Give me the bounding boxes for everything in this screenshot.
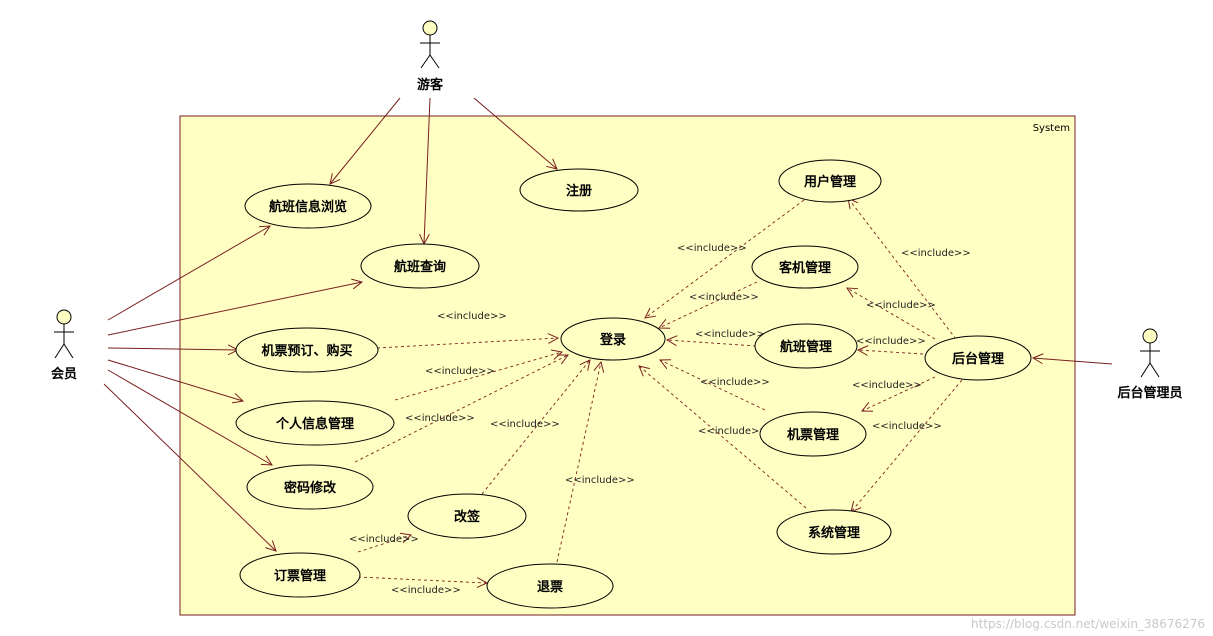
assoc-huiyuan-browse — [107, 226, 270, 321]
usecase-label: 航班信息浏览 — [269, 199, 347, 215]
include-label: <<include>> — [901, 248, 971, 259]
usecase-ticket-book[interactable]: 机票预订、购买 — [235, 327, 379, 373]
usecase-system-mgmt[interactable]: 系统管理 — [776, 509, 892, 555]
inc-system-login — [639, 366, 807, 509]
usecase-order-mgmt[interactable]: 订票管理 — [239, 552, 361, 598]
usecase-user-mgmt[interactable]: 用户管理 — [778, 159, 882, 203]
include-label: <<include>> — [866, 300, 936, 311]
usecase-label: 后台管理 — [952, 351, 1004, 367]
include-label: <<include>> — [349, 534, 419, 545]
actor-label: 后台管理员 — [1117, 385, 1182, 401]
inc-book-login — [376, 338, 558, 349]
include-label: <<include>> — [677, 243, 747, 254]
usecase-label: 机票管理 — [787, 427, 839, 443]
usecase-label: 个人信息管理 — [275, 416, 354, 432]
usecase-label: 系统管理 — [808, 525, 860, 541]
usecase-personal-info[interactable]: 个人信息管理 — [235, 400, 395, 446]
include-label: <<include>> — [391, 585, 461, 596]
include-label: <<include>> — [425, 366, 495, 377]
association-lines — [103, 97, 1113, 551]
usecase-label: 航班查询 — [394, 259, 446, 275]
inc-backend-plane — [847, 288, 936, 340]
system-label: System — [1033, 123, 1070, 134]
inc-password-login — [354, 355, 568, 463]
include-label: <<include>> — [490, 419, 560, 430]
usecase-refund[interactable]: 退票 — [486, 563, 614, 609]
assoc-youke-register — [473, 97, 557, 169]
include-label: <<include>> — [698, 426, 768, 437]
assoc-huiyuan-password — [107, 369, 272, 465]
usecase-register[interactable]: 注册 — [519, 168, 639, 212]
usecase-change-ticket[interactable]: 改签 — [407, 493, 527, 539]
inc-ticket-login — [660, 360, 766, 411]
include-label: <<include>> — [695, 329, 765, 340]
assoc-youke-browse — [330, 97, 401, 184]
include-label: <<include>> — [437, 311, 507, 322]
actor-label: 会员 — [51, 366, 77, 382]
actor-youke[interactable]: 游客 — [417, 20, 444, 93]
include-label: <<include>> — [689, 292, 759, 303]
assoc-huiyuan-book — [107, 348, 238, 350]
usecase-flight-mgmt[interactable]: 航班管理 — [754, 323, 858, 369]
usecase-label: 用户管理 — [803, 174, 856, 190]
usecase-backend-mgmt[interactable]: 后台管理 — [924, 335, 1032, 381]
inc-backend-flight — [858, 350, 924, 354]
usecase-label: 密码修改 — [283, 480, 337, 496]
inc-change-login — [481, 360, 590, 495]
include-label: <<include>> — [872, 421, 942, 432]
usecase-password-change[interactable]: 密码修改 — [246, 464, 374, 510]
usecase-label: 登录 — [599, 332, 626, 348]
include-labels: <<include>> <<include>> <<include>> <<in… — [349, 243, 971, 596]
include-label: <<include>> — [856, 336, 926, 347]
usecase-flight-browse[interactable]: 航班信息浏览 — [244, 183, 372, 229]
usecase-label: 机票预订、购买 — [261, 343, 352, 359]
usecase-label: 注册 — [566, 183, 592, 199]
usecase-label: 航班管理 — [780, 339, 832, 355]
inc-backend-system — [851, 379, 963, 512]
include-label: <<include>> — [405, 413, 475, 424]
usecases: 航班信息浏览 注册 航班查询 机票预订、购买 登录 个人信息管理 密码修改 改 — [235, 159, 1032, 609]
actor-label: 游客 — [417, 77, 444, 93]
usecase-ticket-mgmt[interactable]: 机票管理 — [759, 411, 867, 457]
assoc-youke-query — [424, 97, 431, 244]
include-label: <<include>> — [852, 380, 922, 391]
inc-backend-ticket — [862, 376, 936, 411]
inc-personal-login — [394, 352, 562, 401]
watermark: https://blog.csdn.net/weixin_38676276 — [971, 617, 1205, 631]
include-lines — [354, 198, 963, 583]
include-label: <<include>> — [700, 377, 770, 388]
assoc-admin-backend — [1033, 358, 1113, 365]
include-label: <<include>> — [565, 475, 635, 486]
actor-huiyuan[interactable]: 会员 — [51, 309, 77, 382]
actor-admin[interactable]: 后台管理员 — [1117, 328, 1183, 401]
usecase-label: 客机管理 — [779, 260, 831, 276]
inc-refund-login — [556, 362, 601, 563]
usecase-label: 改签 — [454, 509, 481, 525]
inc-flight-login — [667, 340, 757, 347]
assoc-huiyuan-order — [103, 383, 276, 551]
usecase-label: 退票 — [537, 579, 563, 595]
inc-plane-login — [659, 281, 758, 328]
usecase-login[interactable]: 登录 — [560, 317, 666, 361]
usecase-flight-query[interactable]: 航班查询 — [360, 243, 480, 289]
assoc-huiyuan-query — [107, 282, 362, 336]
usecase-label: 订票管理 — [274, 568, 326, 584]
usecase-plane-mgmt[interactable]: 客机管理 — [751, 245, 859, 289]
assoc-huiyuan-personal — [107, 359, 243, 401]
